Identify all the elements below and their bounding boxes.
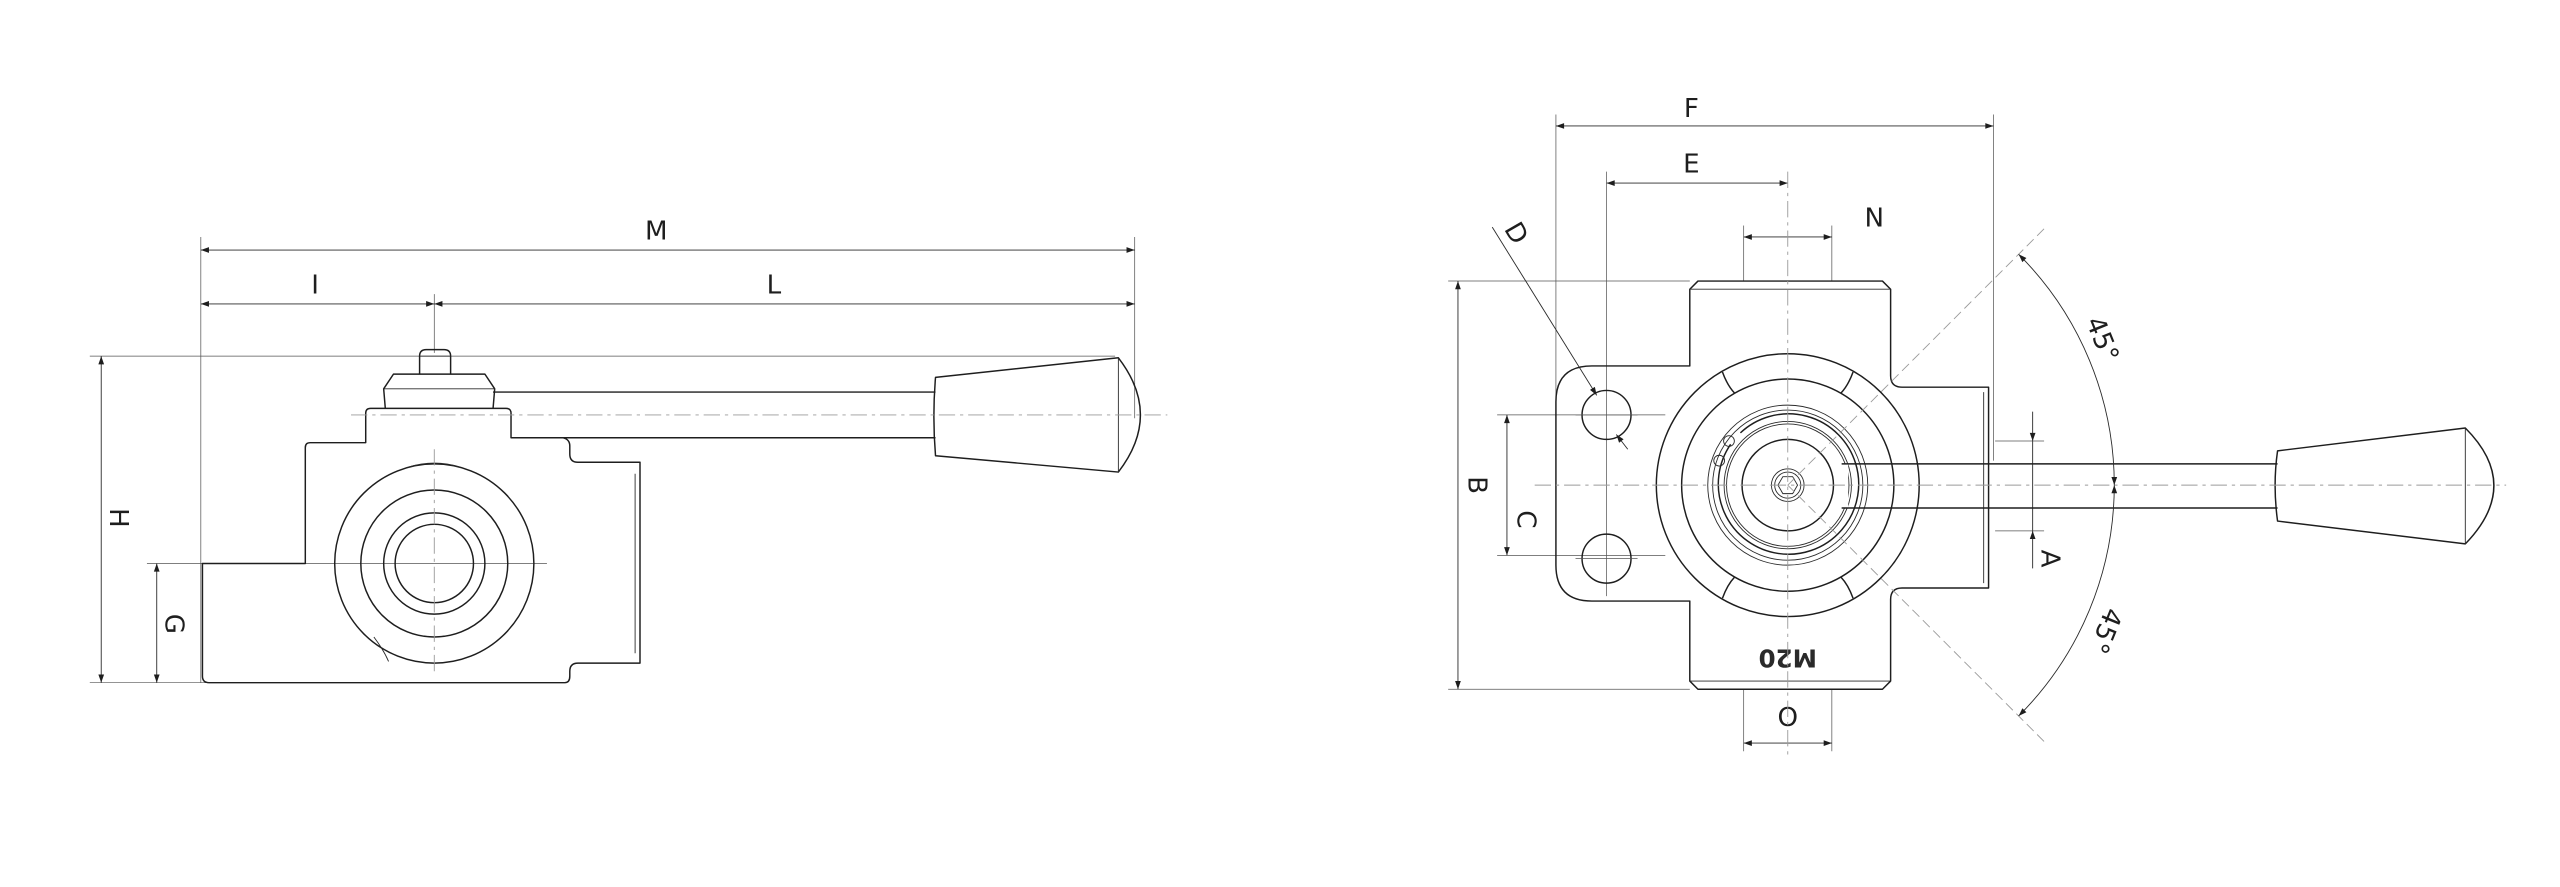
extension-lines-top — [1448, 114, 2045, 752]
dimension-c: C — [1504, 414, 1540, 556]
mounting-holes — [1575, 389, 1638, 584]
handle-top — [1835, 427, 2495, 545]
dimension-label-o: O — [1777, 703, 1798, 733]
dimension-n: N — [1743, 204, 1885, 240]
dimension-label-h: H — [103, 508, 133, 528]
side-view: M I L H G — [89, 217, 1168, 684]
dimension-label-m: M — [645, 217, 668, 247]
dimension-label-a: A — [2034, 550, 2064, 568]
dimension-label-l: L — [767, 270, 782, 300]
dimension-i: I — [200, 270, 435, 307]
angle-label-top: 45° — [2079, 313, 2124, 367]
dimension-a: A — [2029, 411, 2064, 569]
dimension-g: G — [153, 563, 189, 683]
stem-bonnet — [382, 373, 496, 409]
dimension-label-i: I — [311, 270, 319, 300]
dimension-label-f: F — [1684, 94, 1699, 124]
dimension-h: H — [98, 356, 133, 683]
dimension-f: F — [1555, 94, 1994, 129]
dimension-label-g: G — [159, 614, 189, 634]
dimension-b: B — [1455, 281, 1491, 690]
dimension-l: L — [434, 270, 1135, 307]
retaining-ring — [1717, 413, 1860, 555]
dimension-e: E — [1606, 150, 1788, 186]
valve-body-top — [1555, 280, 1990, 690]
dimension-label-b: B — [1461, 476, 1491, 494]
stem-nut — [418, 348, 452, 375]
top-view: F E N D B C — [1448, 94, 2507, 755]
dimension-label-e: E — [1683, 150, 1699, 180]
valve-body-side — [201, 407, 641, 684]
dimension-m: M — [200, 217, 1135, 253]
dimension-label-c: C — [1510, 510, 1540, 528]
dimension-d: D — [1491, 217, 1629, 450]
dimension-label-n: N — [1865, 204, 1885, 234]
